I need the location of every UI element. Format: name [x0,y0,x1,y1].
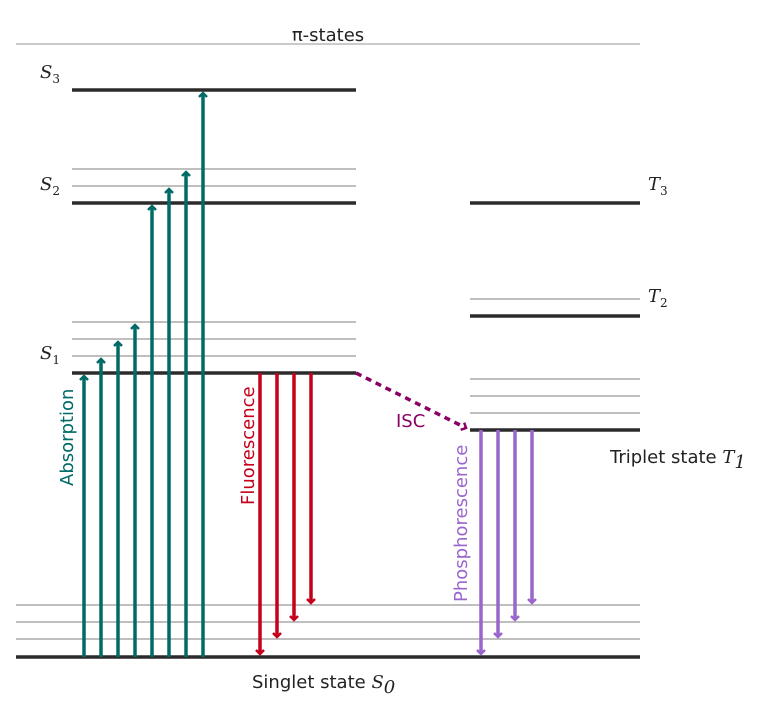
label-t2: T2 [648,286,668,310]
label-triplet: Triplet state T1 [609,447,746,473]
fluorescence-arrows [255,373,316,656]
label-phosphorescence: Phosphorescence [451,445,472,602]
label-singlet-ground: Singlet state S0 [252,672,395,698]
label-s2: S2 [40,174,60,198]
label-t3: T3 [648,174,668,198]
label-s1: S1 [40,343,60,367]
label-absorption: Absorption [57,389,78,486]
absorption-arrows [79,91,208,657]
isc-arrow [355,371,468,431]
pi-states-title: π-states [292,25,364,46]
label-fluorescence: Fluorescence [238,386,259,505]
phosphorescence-arrows [476,430,537,656]
label-s3: S3 [40,62,60,86]
label-isc: ISC [396,411,425,432]
